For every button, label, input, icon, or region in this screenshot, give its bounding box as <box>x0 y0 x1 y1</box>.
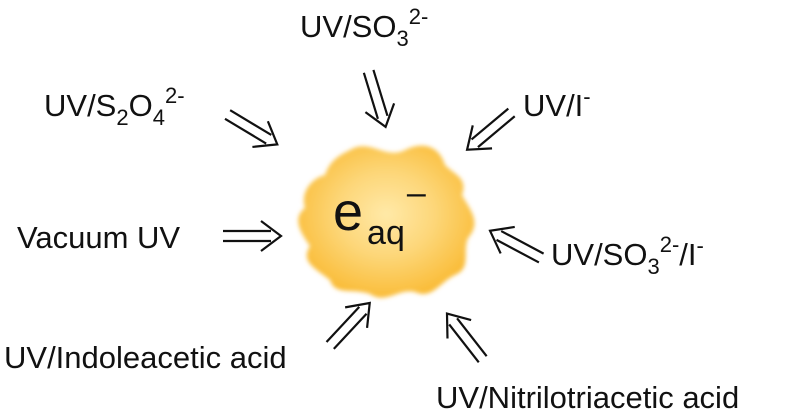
label-uv-dithionite: UV/S2O42- <box>44 83 185 130</box>
arrow-from-dithionite <box>224 109 279 149</box>
arrow-from-sulfite <box>362 69 396 129</box>
arrow-from-indoleacetic-acid <box>325 301 371 350</box>
label-vacuum-uv: Vacuum UV <box>17 220 180 255</box>
arrow-from-iodide <box>465 107 516 151</box>
center-e: e <box>333 182 363 242</box>
label-uv-indoleacetic-acid: UV/Indoleacetic acid <box>4 340 287 375</box>
label-uv-sulfite-iodide: UV/SO32-/I- <box>551 232 704 279</box>
arrow-from-nitrilotriacetic-acid <box>445 312 488 363</box>
arrow-from-sulfite-iodide <box>488 225 545 264</box>
arrow-from-vacuum-uv <box>223 220 283 252</box>
center-subscript: aq <box>367 214 405 252</box>
hydrated-electron-label: e aq – <box>333 174 426 252</box>
center-superscript: – <box>407 174 426 212</box>
label-uv-nitrilotriacetic-acid: UV/Nitrilotriacetic acid <box>436 380 739 415</box>
electron-blob <box>298 145 475 298</box>
label-uv-sulfite: UV/SO32- <box>300 4 428 51</box>
label-uv-iodide: UV/I- <box>523 84 591 123</box>
